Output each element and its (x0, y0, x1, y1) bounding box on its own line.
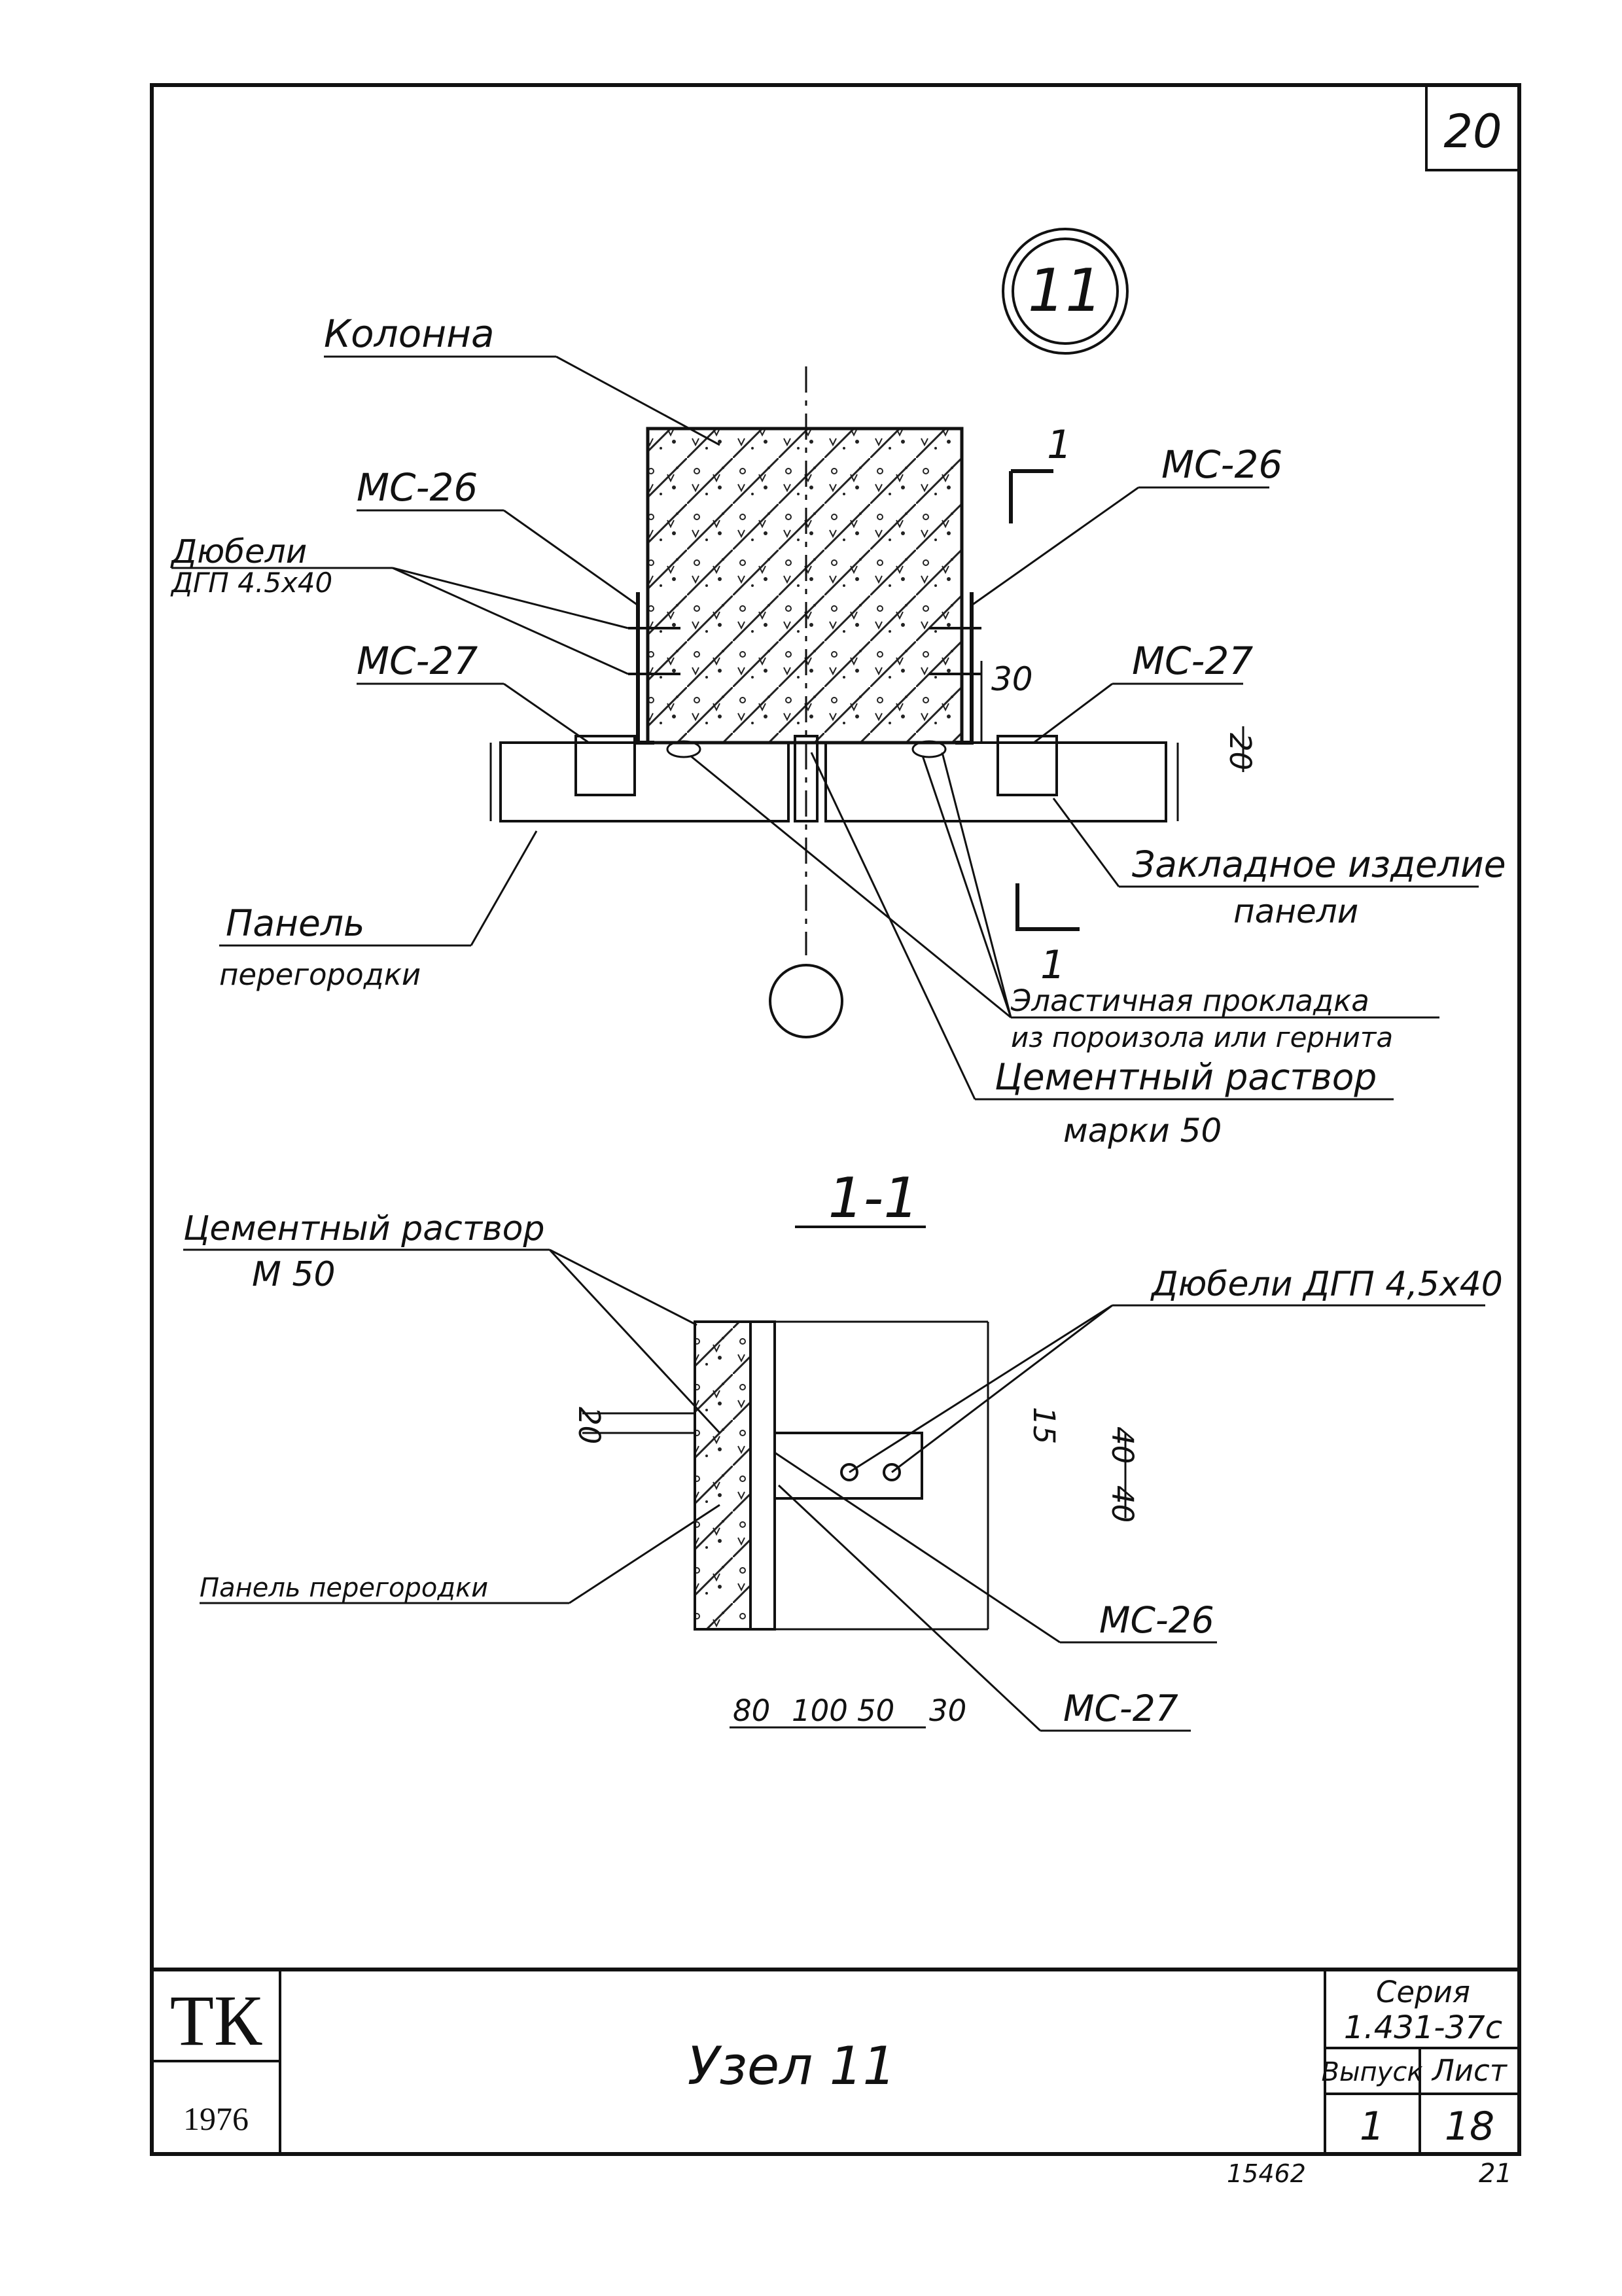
section-leader-mc27 (777, 1484, 1042, 1732)
section-dim-40a: 40 (1105, 1426, 1140, 1464)
leader-column-2 (555, 355, 720, 446)
drawing-title: Узел 11 (688, 2036, 896, 2096)
section-dowel-2 (883, 1463, 901, 1481)
leader-mc26-right (971, 486, 1139, 607)
section-plate (773, 1432, 923, 1500)
section-leader-dowels-1 (849, 1304, 1113, 1474)
dim-30: 30 (991, 660, 1033, 698)
leader-elastic-3 (941, 752, 1012, 1018)
section-label-panel: Панель перегородки (200, 1573, 488, 1603)
bottom-right-number: 21 (1479, 2159, 1512, 2189)
node-marker-label: 11 (1028, 256, 1103, 325)
sheet-number: 20 (1443, 105, 1502, 158)
section-dim-40b: 40 (1105, 1485, 1140, 1523)
leader-dowels-2 (392, 567, 629, 675)
node-marker-outer (1002, 228, 1129, 355)
label-dowels-1: Дюбели (170, 533, 307, 571)
issue-value: 1 (1360, 2104, 1384, 2149)
axis-bubble (769, 964, 843, 1038)
label-mc27-right: МС-27 (1132, 639, 1253, 683)
section-leader-dowels-2 (891, 1304, 1113, 1474)
leader-mc27-left (503, 682, 590, 744)
section-label-mc27: МС-27 (1063, 1687, 1178, 1729)
cut-mark-bottom (1015, 883, 1080, 931)
bottom-number: 15462 (1227, 2159, 1306, 2188)
section-leader-mortar-1 (549, 1248, 697, 1326)
section-dim-bottom-4: 30 (929, 1693, 966, 1728)
panel-right (824, 741, 1167, 822)
label-embedded-1: Закладное изделие (1132, 843, 1506, 885)
issue-label: Выпуск (1322, 2057, 1423, 2087)
leader-elastic-1 (690, 754, 1012, 1019)
label-column: Колонна (324, 311, 495, 356)
node-marker-inner (1012, 238, 1119, 345)
sheet-frame (150, 83, 1521, 2156)
leader-embedded (1052, 798, 1120, 887)
section-leader-mc26 (774, 1451, 1061, 1644)
label-dowels-2: ДГП 4.5х40 (170, 567, 332, 599)
label-mc27-left: МС-27 (357, 639, 478, 683)
section-dim-bottom-2: 100 (792, 1693, 848, 1728)
cut-mark-top-label: 1 (1047, 422, 1072, 468)
section-panel (749, 1320, 776, 1631)
section-dim-bottom-3: 50 (857, 1693, 894, 1728)
sheet-label: Лист (1431, 2053, 1508, 2088)
section-leader-mortar-2 (548, 1248, 721, 1434)
section-label-dowels: Дюбели ДГП 4,5х40 (1150, 1265, 1503, 1304)
section-title: 1-1 (828, 1166, 919, 1231)
year-text: 1976 (183, 2100, 249, 2137)
label-elastic-2: из пороизола или гернита (1011, 1021, 1393, 1053)
mc27-right (996, 735, 1058, 796)
column-body (646, 427, 964, 745)
leader-elastic-2 (921, 755, 1012, 1018)
label-panel-1: Панель (226, 902, 364, 944)
mc27-left (574, 735, 636, 796)
leader-mortar (810, 752, 976, 1100)
leader-mc26-left (503, 509, 639, 607)
section-column (694, 1320, 752, 1631)
label-mortar-2: марки 50 (1063, 1112, 1222, 1150)
section-dim-bottom-1: 80 (733, 1693, 770, 1728)
gasket-left (666, 740, 701, 758)
label-mortar-1: Цементный раствор (995, 1056, 1377, 1098)
mortar-joint (794, 735, 819, 822)
cut-mark-bottom-label: 1 (1040, 942, 1065, 988)
panel-left (499, 741, 790, 822)
logo-text: ТК (170, 1981, 262, 2060)
section-label-mortar-2: М 50 (252, 1255, 336, 1294)
leader-panel (470, 830, 538, 946)
label-panel-2: перегородки (219, 957, 421, 992)
section-leader-panel (569, 1504, 720, 1604)
dim-20: 20 (1223, 733, 1258, 770)
label-elastic-1: Эластичная прокладка (1010, 983, 1369, 1018)
sheet-number-box (1425, 84, 1521, 171)
series-value: 1.431-37с (1344, 2009, 1502, 2046)
cut-mark-top (1009, 469, 1053, 523)
section-dim-15: 15 (1027, 1407, 1061, 1444)
section-dim-20: 20 (572, 1407, 607, 1444)
leader-dowels-1 (392, 567, 629, 629)
sheet-value: 18 (1445, 2104, 1494, 2149)
section-dowel-1 (840, 1463, 858, 1481)
label-embedded-2: панели (1233, 892, 1358, 930)
leader-mc27-right (1033, 682, 1113, 744)
series-label: Серия (1376, 1975, 1470, 2009)
label-mc26-left: МС-26 (357, 465, 478, 510)
section-label-mc26: МС-26 (1099, 1599, 1214, 1641)
label-mc26-right: МС-26 (1161, 442, 1282, 487)
gasket-right (911, 740, 947, 758)
section-label-mortar-1: Цементный раствор (183, 1209, 544, 1248)
